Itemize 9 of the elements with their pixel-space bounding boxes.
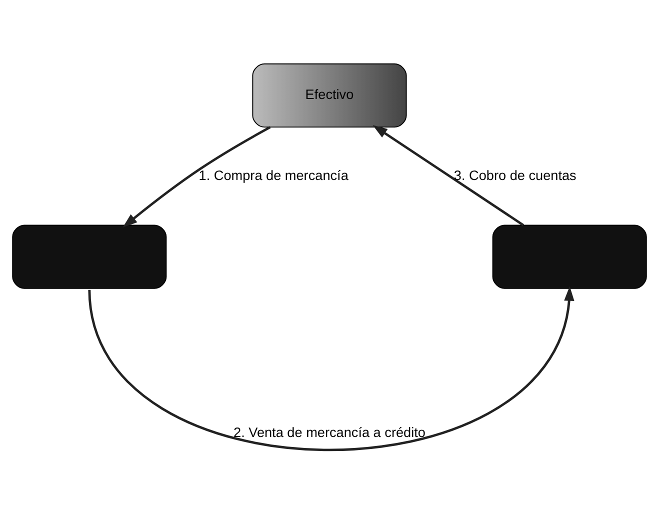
node-box <box>492 224 647 289</box>
edge-label: 3. Cobro de cuentas <box>454 168 576 183</box>
edge-label: 1. Compra de mercancía <box>198 168 348 183</box>
arrow <box>372 125 524 226</box>
node-box <box>12 224 167 289</box>
node-box: Efectivo <box>252 63 407 128</box>
arrow <box>88 286 574 451</box>
arrow <box>122 126 271 228</box>
edge-label: 2. Venta de mercancía a crédito <box>234 424 426 440</box>
